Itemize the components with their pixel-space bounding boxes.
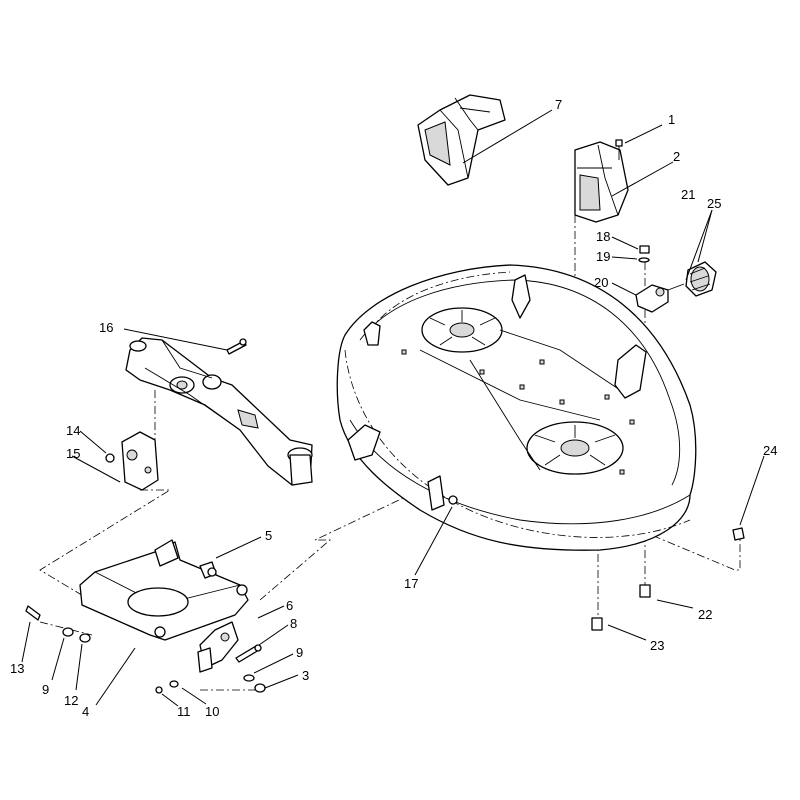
callout-17: 17 [404,576,418,591]
callout-13: 13 [10,661,24,676]
callout-3: 3 [302,668,309,683]
leader-lines [21,109,765,707]
nut-washer-bracket [635,245,685,313]
callout-19: 19 [596,249,610,264]
callout-2: 2 [673,149,680,164]
callout-22: 22 [698,607,712,622]
screw-part-1 [615,139,623,160]
callout-labels: 1 2 3 4 5 6 7 8 9 9 10 11 12 13 14 15 16… [10,97,777,719]
callout-15: 15 [66,446,80,461]
callout-7: 7 [555,97,562,112]
callout-4: 4 [82,704,89,719]
small-hardware [25,527,745,694]
callout-18: 18 [596,229,610,244]
discharge-chute [417,94,506,186]
callout-1: 1 [668,112,675,127]
callout-14: 14 [66,423,80,438]
callout-24: 24 [763,443,777,458]
callout-9-left: 9 [42,682,49,697]
chute-deflector [574,141,629,223]
bracket-part-14 [105,431,159,491]
lift-bracket [197,621,239,673]
callout-25: 25 [707,196,721,211]
callout-12: 12 [64,693,78,708]
callout-11: 11 [177,704,191,719]
callout-20: 20 [594,275,608,290]
callout-6: 6 [286,598,293,613]
callout-5: 5 [265,528,272,543]
callout-21: 21 [681,187,695,202]
pin-part-8 [235,644,262,663]
callout-23: 23 [650,638,664,653]
bolt-part-5 [199,561,217,579]
bolt-part-16 [226,338,247,355]
callout-16: 16 [99,320,113,335]
hitch-arm-assembly [125,337,313,486]
pulley-part-25 [685,261,717,297]
hitch-plate [79,539,249,641]
callout-8: 8 [290,616,297,631]
callout-10: 10 [205,704,219,719]
mower-deck-housing [336,264,697,551]
callout-9-right: 9 [296,645,303,660]
